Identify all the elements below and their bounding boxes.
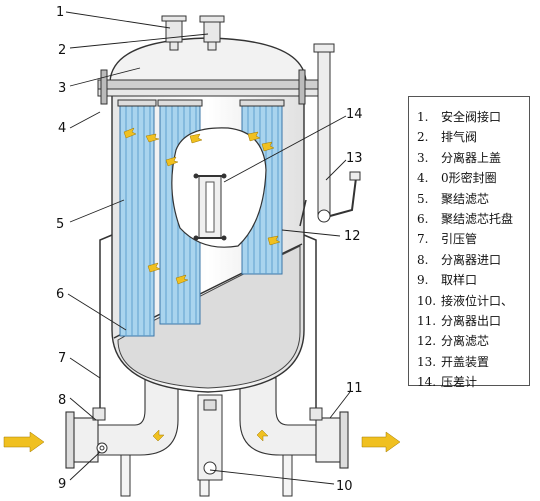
legend-item: 6. 聚结滤芯托盘 <box>417 209 529 229</box>
level-gauge-port <box>203 399 217 411</box>
vent-valve <box>199 15 225 51</box>
legend-item: 9. 取样口 <box>417 270 529 290</box>
safety-valve-port <box>161 15 187 51</box>
callout-1: 1 <box>56 5 64 20</box>
callout-6: 6 <box>56 287 64 302</box>
legend-item-number: 2. <box>417 130 429 145</box>
callout-14: 14 <box>346 107 363 122</box>
callout-2: 2 <box>58 43 66 58</box>
legend-item-label: 分离滤芯 <box>441 334 490 349</box>
inlet-port <box>92 407 323 421</box>
callout-4: 4 <box>58 121 66 136</box>
legend-item: 1. 安全阀接口 <box>417 107 529 127</box>
legend-item: 4. 0形密封圈 <box>417 168 529 188</box>
callout-labels: 1 2 3 4 5 6 7 8 9 10 11 12 13 14 <box>56 5 363 494</box>
legend-item-number: 3. <box>417 150 429 165</box>
callout-12: 12 <box>344 229 361 244</box>
sampling-port <box>96 442 108 454</box>
legend-item-number: 1. <box>417 110 429 124</box>
parts-legend: 1. 安全阀接口 2. 排气阀 3. 分离器上盖 4. 0形密封圈 5. 聚结滤芯 6. 聚结滤芯托盘… <box>408 96 530 389</box>
legend-list: 1. 安全阀接口 2. 排气阀 3. 分离器上盖 4. 0形密封圈 5. 聚结滤芯 6. 聚结滤芯托盘… <box>409 97 529 392</box>
legend-item: 3. 分离器上盖 <box>417 148 529 168</box>
legend-item: 8. 分离器进口 <box>417 250 529 270</box>
legend-item-label: 开盖装置 <box>441 354 490 369</box>
callout-8: 8 <box>58 393 66 408</box>
legend-item-label: 分离器进口 <box>441 252 502 267</box>
flow-arrows <box>3 127 401 453</box>
legend-item: 7. 引压管 <box>417 229 529 249</box>
drain-pipe <box>197 394 223 481</box>
coalescing-filter <box>117 99 157 337</box>
legend-item-number: 7. <box>417 232 429 247</box>
legend-item-number: 13. <box>417 354 437 369</box>
outlet-elbow <box>239 377 349 469</box>
legend-item-number: 5. <box>417 191 429 206</box>
pressure-tubes <box>99 199 317 410</box>
legend-item-number: 4. <box>417 171 429 186</box>
legend-item-label: 引压管 <box>441 232 478 247</box>
legend-item-number: 14. <box>417 375 437 390</box>
legend-item-number: 10. <box>417 293 437 308</box>
legend-item-label: 分离器出口 <box>441 313 502 328</box>
lid-opening-device <box>313 43 361 223</box>
legend-item-label: 排气阀 <box>441 130 478 145</box>
callout-3: 3 <box>58 81 66 96</box>
legend-item: 2. 排气阀 <box>417 127 529 147</box>
differential-pressure-gauge <box>171 127 267 248</box>
legend-item: 14. 压差计 <box>417 372 529 392</box>
legend-item-label: 取样口 <box>441 273 478 288</box>
legend-item-label: 聚结滤芯托盘 <box>441 211 514 226</box>
legend-item: 13. 开盖装置 <box>417 352 529 372</box>
legend-item-number: 12. <box>417 334 437 349</box>
legend-item-number: 8. <box>417 252 429 267</box>
legend-item: 5. 聚结滤芯 <box>417 189 529 209</box>
legend-item-number: 11. <box>417 313 437 328</box>
legend-item-label: 接液位计口、 <box>441 293 514 308</box>
callout-10: 10 <box>336 479 353 494</box>
inlet-elbow <box>65 377 179 469</box>
callout-7: 7 <box>58 351 66 366</box>
legend-item-label: 0形密封圈 <box>441 171 497 186</box>
callout-13: 13 <box>346 151 363 166</box>
legend-item: 11. 分离器出口 <box>417 311 529 331</box>
legend-item: 12. 分离滤芯 <box>417 331 529 351</box>
leader-lines <box>65 11 351 485</box>
legend-item-number: 9. <box>417 273 429 288</box>
legend-item-label: 聚结滤芯 <box>441 191 490 206</box>
legend-item: 10. 接液位计口、 <box>417 291 529 311</box>
callout-11: 11 <box>346 381 363 396</box>
callout-9: 9 <box>58 477 66 492</box>
legend-item-number: 6. <box>417 211 429 226</box>
legend-item-label: 压差计 <box>441 375 478 390</box>
legend-item-label: 安全阀接口 <box>441 110 502 124</box>
callout-5: 5 <box>56 217 64 232</box>
legend-item-label: 分离器上盖 <box>441 150 502 165</box>
